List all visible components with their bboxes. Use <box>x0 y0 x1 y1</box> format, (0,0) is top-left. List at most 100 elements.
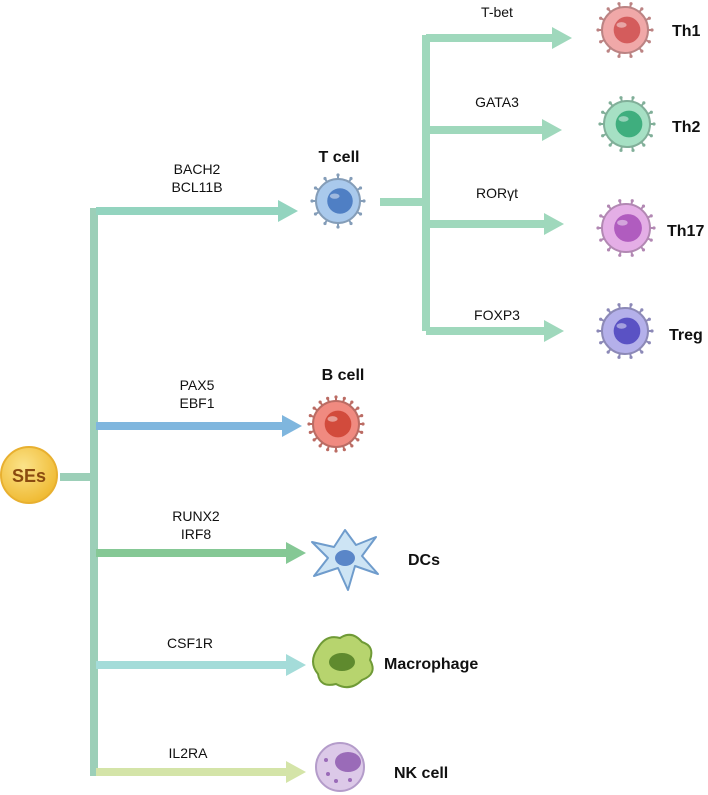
dcs-nucleus <box>335 550 355 566</box>
cell-spike-tip <box>326 396 330 400</box>
factor-t-bet: T-bet <box>481 4 513 20</box>
cell-spike-tip <box>619 148 623 152</box>
cell-spike-tip <box>313 186 318 190</box>
cell-spike-tip <box>606 204 611 208</box>
arrow-treg <box>426 320 564 342</box>
cell-label-b-cell: B cell <box>322 367 365 384</box>
root-label: SEs <box>12 466 46 486</box>
cell-spike-tip <box>649 238 653 242</box>
cell-spike-tip <box>629 303 633 307</box>
cell-spike-tip <box>360 430 364 434</box>
cell-spike-tip <box>599 238 603 242</box>
factor-ror-gamma-t: RORγt <box>476 185 518 201</box>
cell-spike-tip <box>599 40 603 44</box>
connector-lines <box>60 35 430 776</box>
branch-t-cell: BACH2 BCL11B T cell <box>96 149 366 229</box>
cell-spike-tip <box>642 101 646 105</box>
cell-spike-tip <box>336 173 340 177</box>
arrow-macrophage <box>96 654 306 676</box>
root-connector <box>60 473 96 481</box>
cell-spike-tip <box>641 204 646 208</box>
cell-spike-tip <box>358 186 363 190</box>
cell-nucleus <box>327 188 353 214</box>
cell-spike-tip <box>336 225 340 229</box>
arrow-dcs <box>96 542 306 564</box>
cell-spike-tip <box>618 199 622 203</box>
cell-spike-tip <box>308 414 312 418</box>
cell-spike-tip <box>350 444 354 448</box>
cell-nucleus <box>615 110 643 138</box>
factor-pax5: PAX5 <box>180 377 215 393</box>
cell-spike-tip <box>312 406 316 410</box>
cell-highlight <box>616 22 627 28</box>
cell-nucleus <box>614 214 642 242</box>
factor-irf8: IRF8 <box>181 526 212 542</box>
cell-spike-tip <box>649 110 653 114</box>
branch-nk-cell: IL2RA NK cell <box>96 742 448 792</box>
cell-spike-tip <box>617 303 621 307</box>
arrow-nk-cell <box>96 761 306 783</box>
cell-spike-tip <box>650 329 654 333</box>
factor-csf1r: CSF1R <box>167 635 213 651</box>
cell-label-t-cell: T cell <box>319 149 360 166</box>
cell-spike-tip <box>606 350 610 354</box>
cell-spike-tip <box>647 16 651 20</box>
macrophage-nucleus <box>329 653 355 671</box>
cell-spike-tip <box>334 449 338 453</box>
main-trunk <box>90 208 98 776</box>
cell-highlight <box>329 193 340 199</box>
cell-spike-tip <box>631 148 635 152</box>
cell-nucleus <box>324 410 352 438</box>
cell-spike-tip <box>362 199 366 203</box>
cell-spike-tip <box>617 2 621 6</box>
factor-foxp3: FOXP3 <box>474 307 520 323</box>
nk-granule <box>324 758 328 762</box>
factor-bach2: BACH2 <box>174 161 221 177</box>
cell-spike-tip <box>606 49 610 53</box>
cell-spike-tip <box>647 341 651 345</box>
cell-spike-tip <box>307 422 311 426</box>
factor-bcl11b: BCL11B <box>171 179 222 195</box>
cell-spike-tip <box>599 16 603 20</box>
cell-spike-tip <box>599 341 603 345</box>
cell-spike-tip <box>630 199 634 203</box>
cell-label-dcs: DCs <box>408 552 440 569</box>
arrow-th2 <box>426 119 562 141</box>
cell-spike-tip <box>640 7 644 11</box>
cell-label-treg: Treg <box>669 327 703 344</box>
cell-label-nk-cell: NK cell <box>394 765 448 782</box>
th2-cell-icon <box>598 96 656 152</box>
th17-cell-icon <box>596 199 656 257</box>
dcs-icon <box>311 529 379 591</box>
cell-spike-tip <box>629 355 633 359</box>
cell-spike-tip <box>649 214 653 218</box>
cell-spike-tip <box>334 395 338 399</box>
cell-nucleus <box>613 16 641 44</box>
cell-spike-tip <box>640 308 644 312</box>
cell-label-macrophage: Macrophage <box>384 656 478 673</box>
t-cell-connector <box>380 198 426 206</box>
cell-spike-tip <box>617 54 621 58</box>
cell-spike-tip <box>617 355 621 359</box>
cell-spike-tip <box>642 143 646 147</box>
cell-spike-tip <box>649 134 653 138</box>
cell-spike-tip <box>599 214 603 218</box>
cell-spike-tip <box>598 122 602 126</box>
arrow-th17 <box>426 213 564 235</box>
cell-spike-tip <box>629 54 633 58</box>
subset-th17: RORγt Th17 <box>426 185 704 257</box>
cell-spike-tip <box>606 7 610 11</box>
cell-spike-tip <box>361 422 365 426</box>
cell-spike-tip <box>647 317 651 321</box>
arrow-th1 <box>426 27 572 49</box>
factor-il2ra: IL2RA <box>169 745 209 761</box>
cell-spike-tip <box>641 248 646 252</box>
cell-spike-tip <box>650 28 654 32</box>
cell-spike-tip <box>608 143 612 147</box>
cell-spike-tip <box>350 400 354 404</box>
cell-spike-tip <box>310 199 314 203</box>
treg-cell-icon <box>596 303 654 359</box>
t-cell-icon <box>310 173 366 229</box>
